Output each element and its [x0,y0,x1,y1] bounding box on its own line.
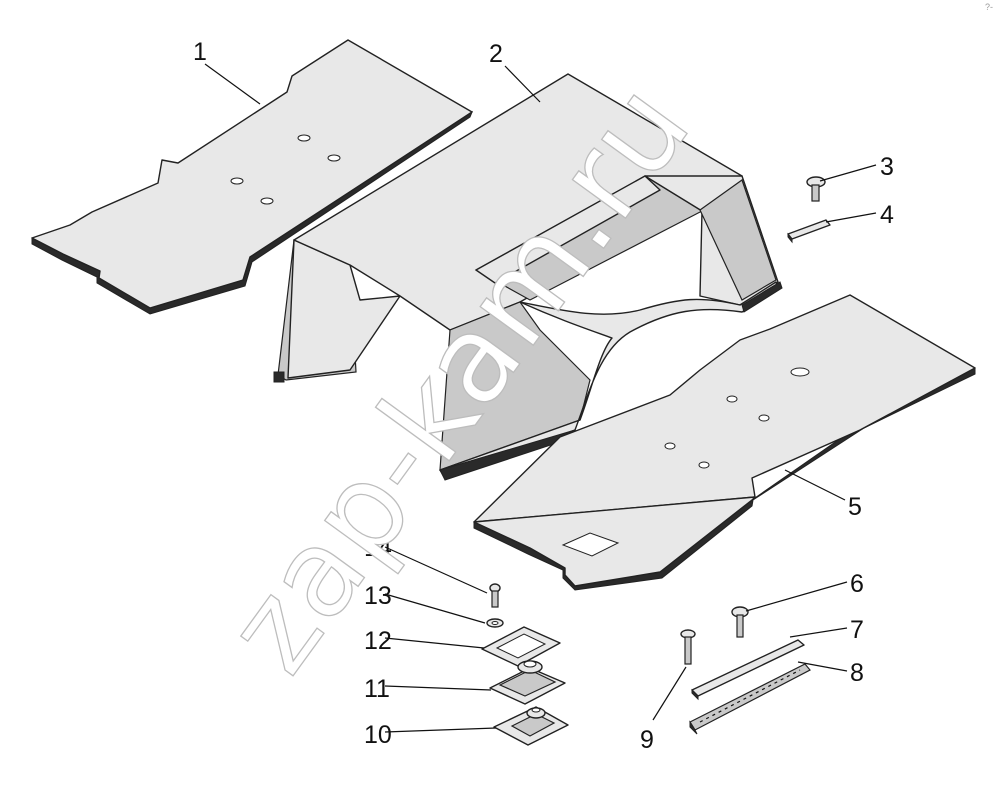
callout-numbers: 1 2 3 4 5 6 7 8 9 10 11 12 13 14 [193,38,894,754]
part-1-left-floor-mat [31,39,474,315]
callout-11: 11 [364,675,390,703]
leader-lines [204,63,877,733]
callout-3: 3 [880,153,894,181]
callout-14: 14 [364,534,392,562]
callout-6: 6 [850,570,864,598]
callout-9: 9 [640,726,654,754]
part-5-right-floor-mat [473,294,976,591]
part-4-plate [787,219,831,244]
callout-13: 13 [364,582,392,610]
callout-1: 1 [193,38,207,66]
callout-12: 12 [364,627,392,655]
part-3-bolt [806,176,826,202]
callout-10: 10 [364,721,392,749]
callout-8: 8 [850,659,864,687]
corner-mark: ?- [985,2,993,12]
part-13-washer [486,618,504,628]
part-9-screw [680,629,696,665]
part-2-tunnel-cover [273,73,783,481]
callout-5: 5 [848,493,862,521]
part-10-boot-flange [493,706,569,746]
callout-2: 2 [489,40,503,68]
part-7-strip [691,639,805,701]
callout-4: 4 [880,201,894,229]
part-14-bolt [489,583,501,608]
part-12-gasket [481,626,561,667]
part-8-rail [689,663,811,735]
part-6-screw [731,606,749,638]
callout-7: 7 [850,616,864,644]
part-11-boot [489,660,566,705]
